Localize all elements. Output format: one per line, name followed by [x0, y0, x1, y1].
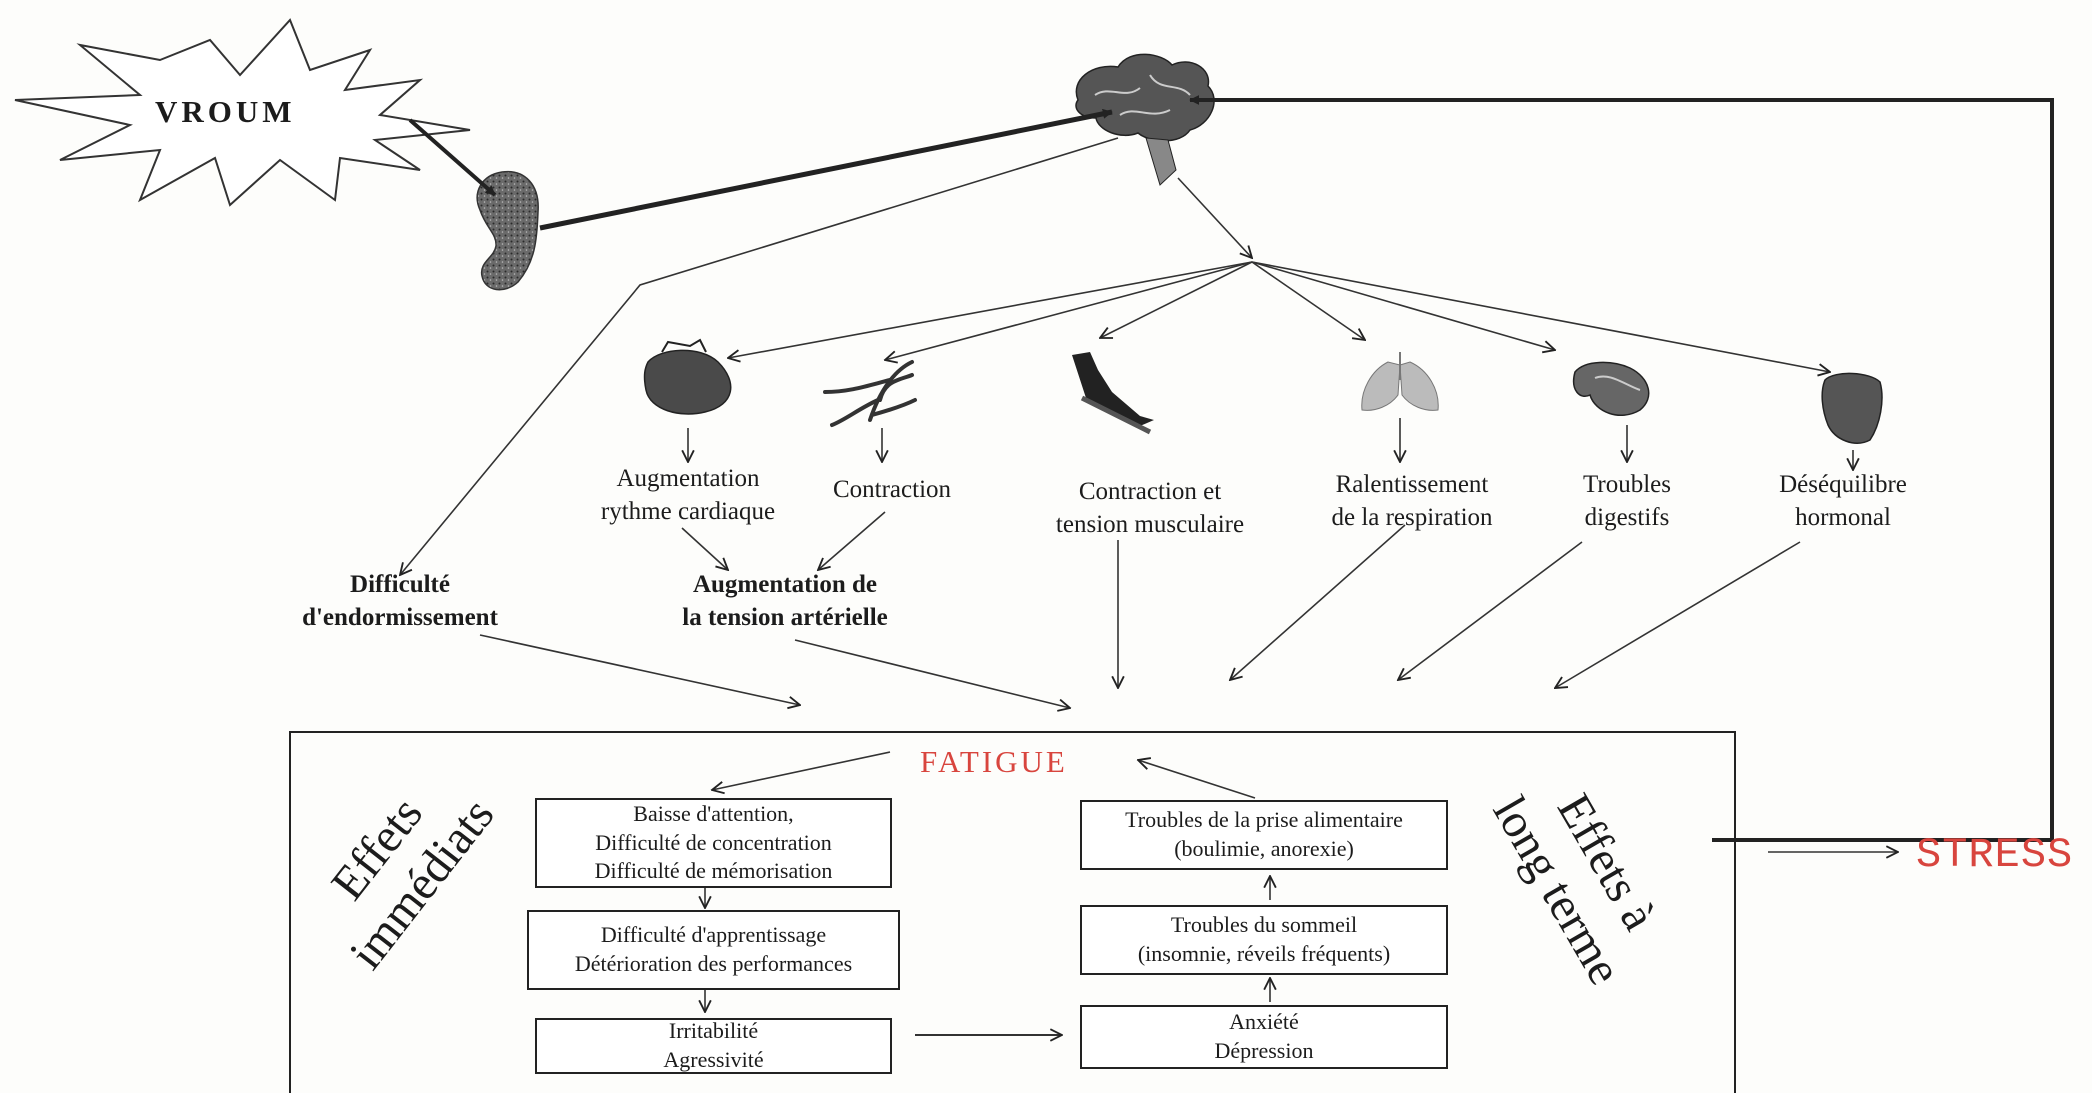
longterm-box-sleep-line2: (insomnie, réveils fréquents) — [1137, 941, 1391, 966]
effect-hormonal: Déséquilibre hormonal — [1738, 468, 1948, 534]
effect-respiration-line1: Ralentissement — [1335, 471, 1489, 498]
longterm-box-eating-line2: (boulimie, anorexie) — [1174, 836, 1354, 861]
effect-digestive-line1: Troubles — [1583, 471, 1671, 498]
immediate-box-attention-line2: Difficulté de concentration — [595, 829, 832, 855]
effect-heart-rate-line1: Augmentation — [616, 465, 760, 492]
effect-respiration-line2: de la respiration — [1331, 504, 1493, 531]
effect-respiration: Ralentissement de la respiration — [1280, 468, 1544, 534]
immediate-box-irritability-line2: Agressivité — [663, 1047, 764, 1072]
sleep-difficulty-label: Difficulté d'endormissement — [265, 568, 535, 634]
longterm-box-anxiety: Anxiété Dépression — [1080, 1005, 1448, 1069]
sleep-difficulty-line2: d'endormissement — [302, 604, 498, 631]
arrow-ear-to-brain — [539, 108, 1113, 231]
hub-arrows — [728, 261, 1830, 372]
effect-hormonal-line1: Déséquilibre — [1779, 471, 1907, 498]
effect-muscle-tension: Contraction et tension musculaire — [1020, 475, 1280, 541]
effect-vessel-contraction: Contraction — [782, 473, 1002, 506]
ear-icon — [476, 170, 539, 291]
blood-pressure-line1: Augmentation de — [692, 571, 878, 598]
immediate-box-irritability-line1: Irritabilité — [668, 1018, 759, 1044]
arrow-heart-to-pressure — [681, 527, 728, 570]
effect-digestive: Troubles digestifs — [1534, 468, 1720, 534]
effect-heart-rate-line2: rythme cardiaque — [600, 498, 776, 525]
immediate-box-learning: Difficulté d'apprentissage Détérioration… — [527, 910, 900, 990]
immediate-box-learning-line2: Détérioration des performances — [574, 951, 853, 976]
stress-feedback-loop — [1189, 95, 2054, 842]
immediate-box-attention: Baisse d'attention, Difficulté de concen… — [535, 798, 892, 888]
immediate-box-attention-line1: Baisse d'attention, — [633, 801, 794, 827]
longterm-box-eating-line1: Troubles de la prise alimentaire — [1125, 807, 1403, 833]
fatigue-label: FATIGUE — [920, 744, 1068, 779]
stomach-icon — [1573, 361, 1650, 416]
effect-vessel-contraction-line1: Contraction — [832, 476, 952, 503]
gland-icon — [1821, 372, 1883, 444]
immediate-box-irritability: Irritabilité Agressivité — [535, 1018, 892, 1074]
blood-vessels-icon — [823, 360, 917, 427]
stress-label: STRESS — [1916, 831, 2074, 879]
arrow-brain-to-hub — [1177, 177, 1252, 258]
arrow-brain-to-sleep — [400, 137, 1119, 575]
blood-pressure-line2: la tension artérielle — [682, 604, 888, 631]
arrow-longterm-to-fatigue — [1138, 760, 1256, 799]
blood-pressure-label: Augmentation de la tension artérielle — [645, 568, 925, 634]
longterm-box-eating: Troubles de la prise alimentaire (boulim… — [1080, 800, 1448, 870]
organ-down-arrows — [688, 418, 1853, 470]
vroum-label: VROUM — [155, 94, 296, 129]
longterm-box-anxiety-line2: Dépression — [1214, 1038, 1314, 1063]
vroum-burst-shape — [14, 18, 471, 207]
arrow-vessels-to-pressure — [818, 511, 886, 570]
sleep-difficulty-line1: Difficulté — [350, 571, 450, 598]
fatigue-frame — [289, 731, 1736, 1093]
heart-icon — [643, 338, 732, 415]
effect-digestive-line2: digestifs — [1584, 504, 1670, 531]
effect-hormonal-line2: hormonal — [1795, 504, 1891, 531]
muscle-icon — [1072, 352, 1154, 435]
effect-muscle-tension-line2: tension musculaire — [1055, 511, 1245, 538]
arrow-vroum-to-ear — [408, 118, 497, 197]
longterm-box-sleep-line1: Troubles du sommeil — [1170, 912, 1358, 938]
immediate-box-attention-line3: Difficulté de mémorisation — [594, 858, 833, 884]
immediate-box-learning-line1: Difficulté d'apprentissage — [600, 922, 827, 948]
longterm-box-sleep: Troubles du sommeil (insomnie, réveils f… — [1080, 905, 1448, 975]
fatigue-arrows — [479, 524, 1801, 708]
arrow-fatigue-to-immediate — [712, 751, 891, 790]
lungs-icon — [1361, 352, 1439, 411]
effect-muscle-tension-line1: Contraction et — [1078, 478, 1222, 505]
longterm-box-anxiety-line1: Anxiété — [1229, 1009, 1299, 1035]
effect-heart-rate: Augmentation rythme cardiaque — [545, 462, 831, 528]
brain-icon — [1075, 53, 1215, 186]
